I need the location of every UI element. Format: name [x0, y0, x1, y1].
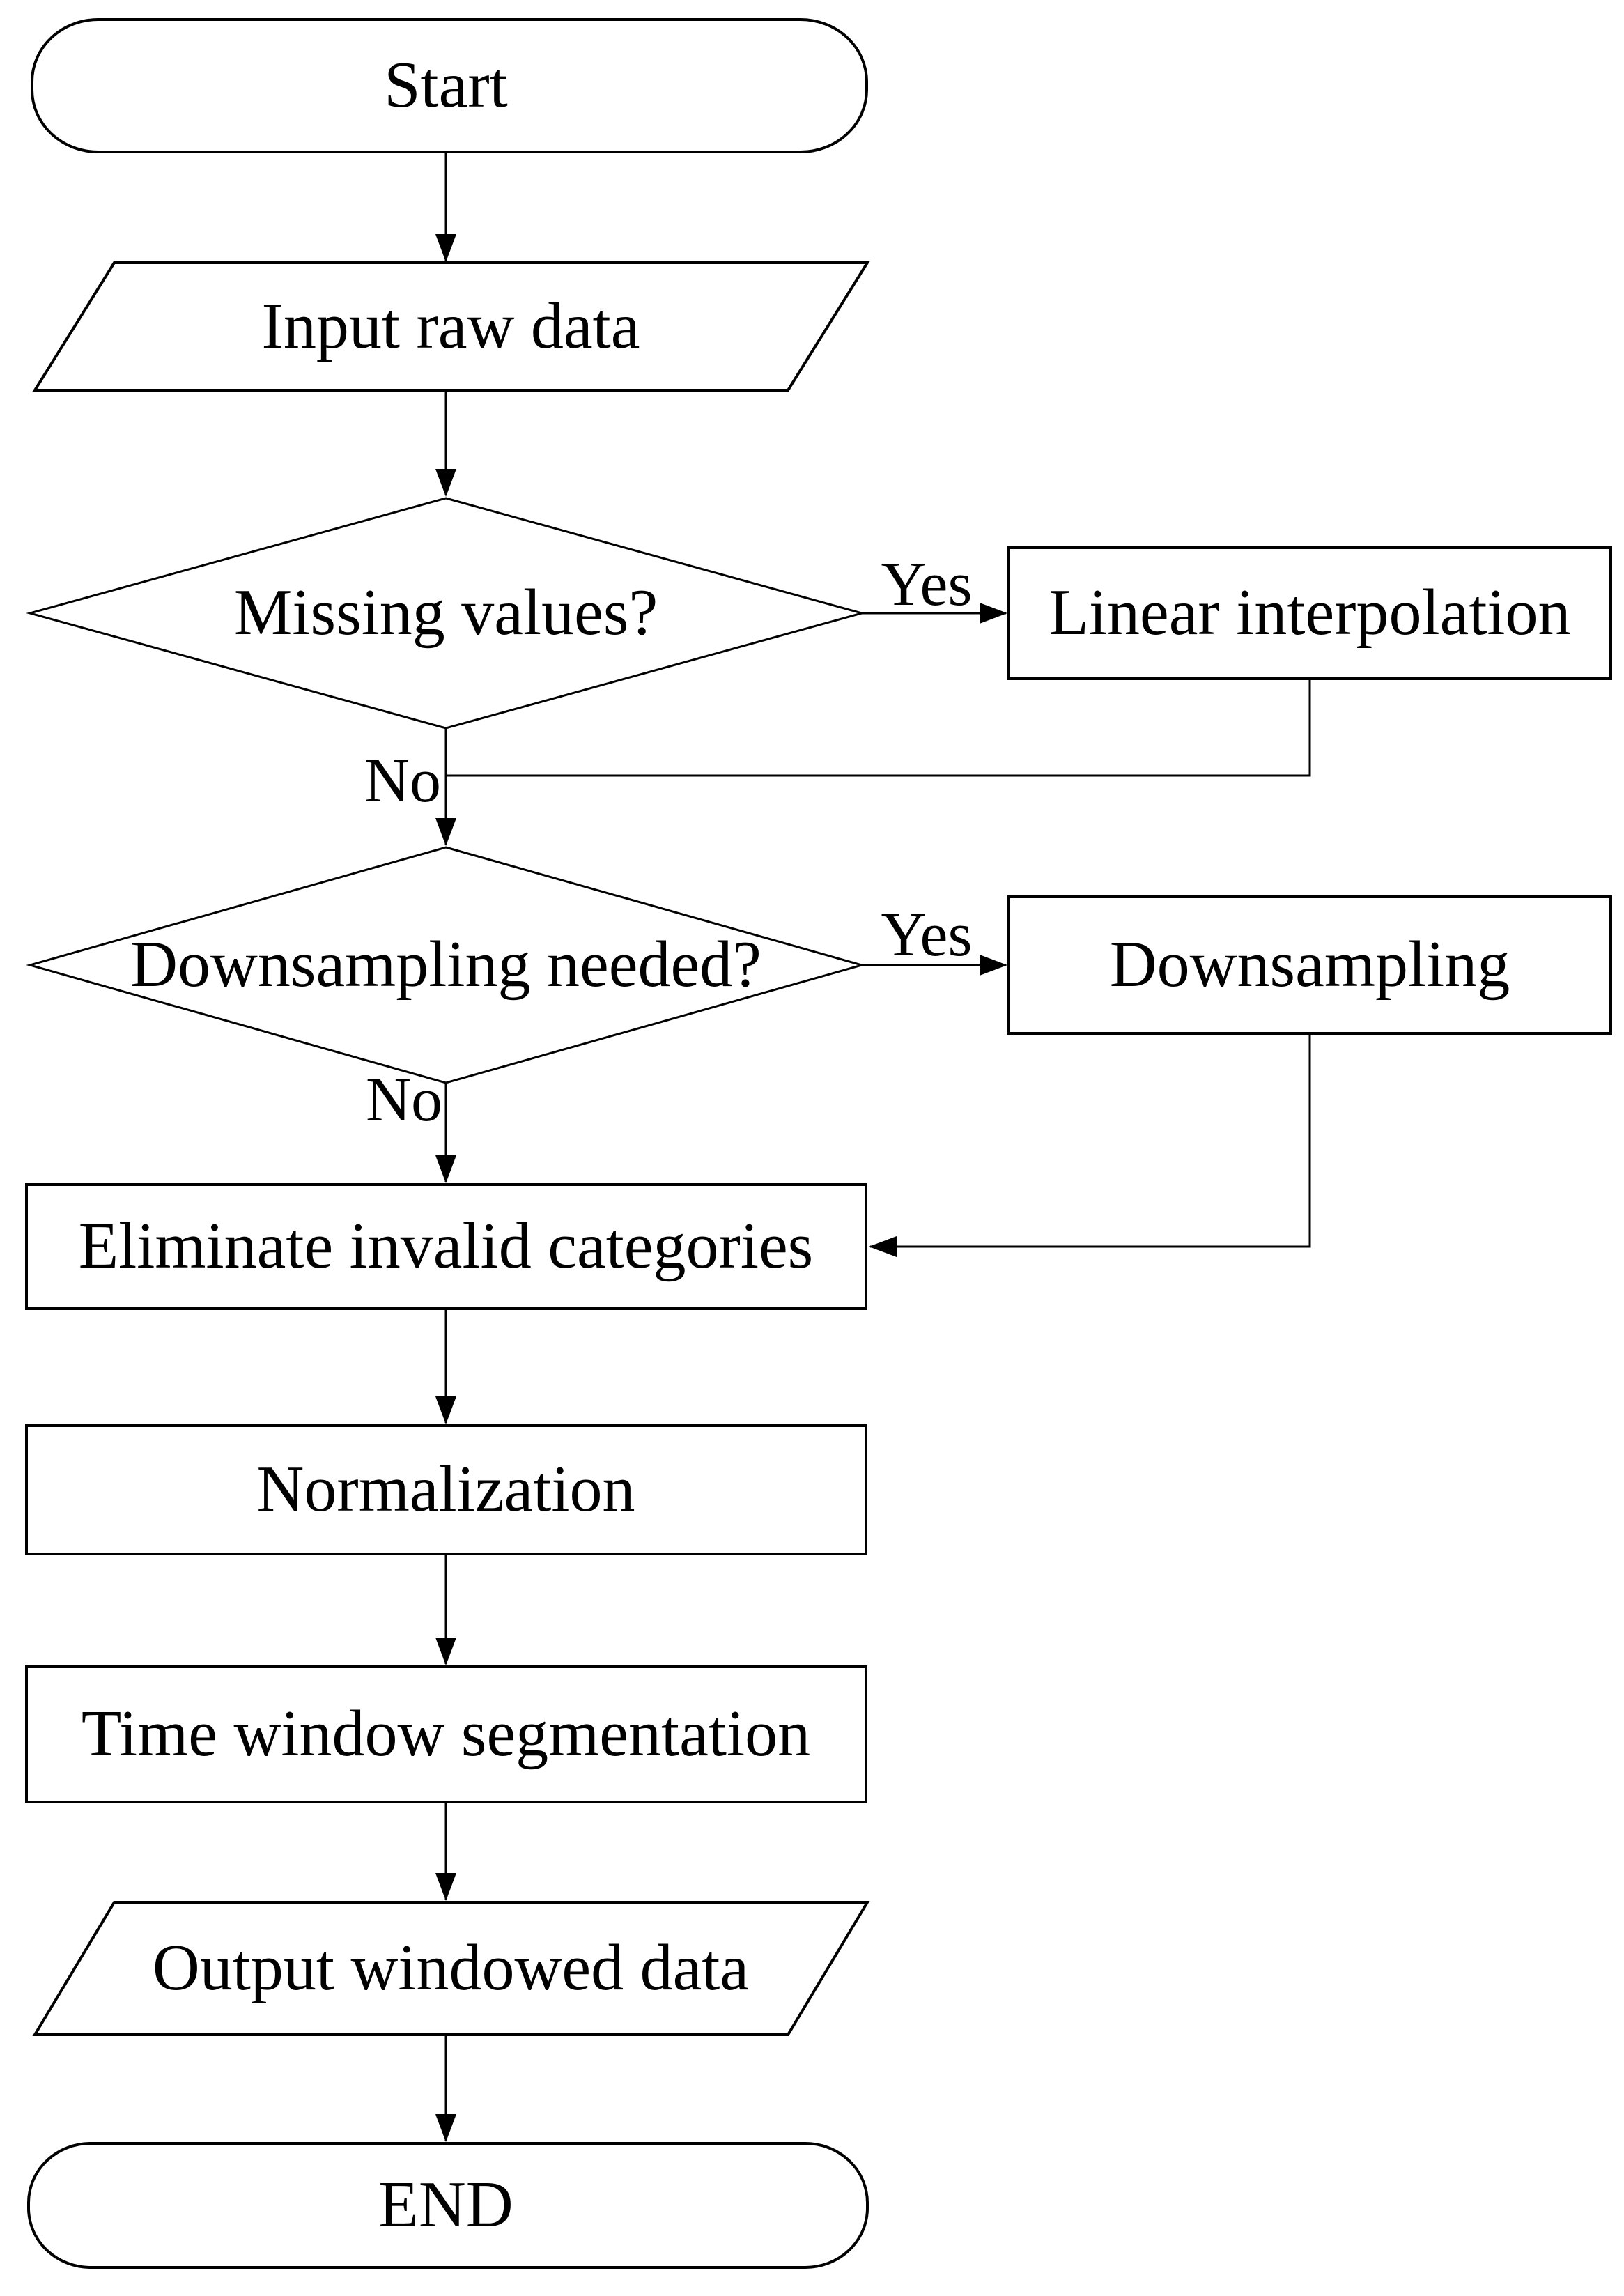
- node-start: Start: [31, 18, 868, 153]
- time-window-segmentation-rect-shape: [25, 1665, 867, 1803]
- downsampling-rect-shape: [1007, 895, 1612, 1035]
- missing-values-label: Missing values?: [234, 576, 658, 649]
- output-windowed-data-label: Output windowed data: [153, 1932, 749, 2004]
- normalization-label: Normalization: [257, 1453, 635, 1525]
- downsampling-needed-diamond-shape: [26, 846, 866, 1084]
- downsampling-needed-label: Downsampling needed?: [130, 928, 761, 1001]
- node-end: END: [27, 2142, 869, 2269]
- node-output-windowed-data: Output windowed data: [32, 1901, 870, 2036]
- end-label: END: [378, 2168, 513, 2241]
- missing-values-yes-label: Yes: [881, 550, 973, 619]
- end-terminator-shape: [27, 2142, 869, 2269]
- normalization-rect-shape: [25, 1424, 867, 1555]
- eliminate-invalid-categories-rect-shape: [25, 1183, 867, 1310]
- edge-linear-interpolation-return: [447, 679, 1311, 777]
- missing-values-diamond-shape: [26, 497, 866, 730]
- node-input-raw-data: Input raw data: [32, 261, 870, 392]
- start-terminator-shape: [31, 18, 868, 153]
- node-linear-interpolation: Linear interpolation: [1007, 546, 1612, 680]
- branch-labels: Yes No Yes No: [364, 550, 972, 1134]
- input-raw-data-parallelogram-shape: [32, 261, 870, 392]
- node-downsampling: Downsampling: [1007, 895, 1612, 1035]
- start-label: Start: [384, 49, 508, 121]
- node-normalization: Normalization: [25, 1424, 867, 1555]
- missing-values-no-label: No: [364, 746, 441, 815]
- node-downsampling-needed: Downsampling needed?: [26, 846, 866, 1084]
- node-missing-values: Missing values?: [26, 497, 866, 730]
- time-window-segmentation-label: Time window segmentation: [82, 1697, 810, 1770]
- input-raw-data-label: Input raw data: [262, 290, 640, 362]
- eliminate-invalid-categories-label: Eliminate invalid categories: [79, 1210, 814, 1282]
- downsampling-yes-label: Yes: [881, 900, 973, 969]
- downsampling-label: Downsampling: [1110, 928, 1510, 1001]
- node-time-window-segmentation: Time window segmentation: [25, 1665, 867, 1803]
- edge-downsampling-return-to-eliminate: [869, 1033, 1311, 1257]
- linear-interpolation-label: Linear interpolation: [1049, 576, 1570, 649]
- edges: [435, 152, 1311, 2142]
- node-eliminate-invalid-categories: Eliminate invalid categories: [25, 1183, 867, 1310]
- linear-interpolation-rect-shape: [1007, 546, 1612, 680]
- output-windowed-data-parallelogram-shape: [32, 1901, 870, 2036]
- downsampling-no-label: No: [366, 1065, 442, 1134]
